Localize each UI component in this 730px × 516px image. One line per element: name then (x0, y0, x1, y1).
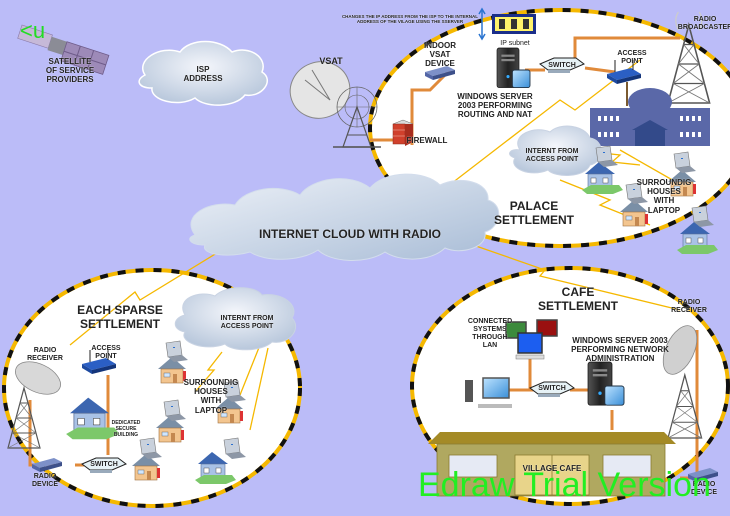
wireless-link-cloud-to-cafe (429, 229, 681, 311)
vsat-label: VSAT (319, 56, 343, 66)
ip-subnet-icon (492, 14, 536, 34)
satellite-label: SATELLITE OF SERVICE PROVIDERS (45, 57, 95, 85)
wireless-link-sparse-ap-1 (194, 351, 223, 393)
internet-from-ap-palace-cloud-icon (509, 125, 602, 176)
satellite-icon (17, 24, 110, 75)
switch-sparse-label: SWITCH (90, 461, 118, 468)
switch-palace-label: SWITCH (548, 62, 576, 69)
palace-building-icon (590, 88, 710, 146)
access-point-palace-label: ACCESS POINT (617, 50, 647, 66)
switch-cafe-label: SWITCH (538, 385, 566, 392)
wire-switch-tower (573, 36, 680, 65)
vsat-dish-icon (289, 61, 351, 119)
surrounding-houses-palace-label: SURROUNDIG HOUSES WITH LAPTOP (636, 178, 692, 215)
internet-from-ap-palace-label: INTERNT FROM ACCESS POINT (525, 148, 579, 164)
cafe-settlement-title: CAFE SETTLEMENT (538, 285, 618, 313)
wire-switch-ap (584, 66, 616, 74)
ip-subnet-label: IP subnet (500, 40, 530, 47)
internet-cloud-label: INTERNET CLOUD WITH RADIO (259, 227, 441, 241)
radio-receiver-cafe-label: RADIO RECEIVER (671, 299, 707, 315)
radio-receiver-cafe-dish-icon (662, 325, 698, 375)
wireless-link-sparse-ap-3 (249, 347, 269, 431)
sparse-settlement-title: EACH SPARSE SETTLEMENT (77, 303, 163, 331)
wireless-link-sparse-ap-2 (239, 344, 261, 396)
radio-receiver-sparse-label: RADIO RECEIVER (27, 347, 63, 363)
palace-settlement-title: PALACE SETTLEMENT (494, 199, 574, 227)
firewall-label: FIREWALL (406, 136, 448, 145)
access-point-palace-icon (606, 59, 642, 106)
internet-from-ap-sparse-label: INTERNT FROM ACCESS POINT (220, 315, 274, 331)
windows-server-admin-label: WINDOWS SERVER 2003 PERFORMING NETWORK A… (571, 336, 669, 364)
vsat-tower-icon (333, 86, 381, 148)
pc-red-icon (536, 319, 558, 337)
radio-device-sparse-label: RADIO DEVICE (31, 473, 59, 489)
radio-broadcaster-tower-icon (667, 11, 711, 104)
firewall-icon (392, 119, 414, 146)
trial-watermark: Edraw Trial Version (418, 466, 711, 504)
isp-address-label: ISP ADDRESS (183, 65, 223, 84)
desktop-pc-icon (465, 377, 512, 408)
stray-green-mark: <u (20, 18, 46, 43)
indoor-vsat-label: INDOOR VSAT DEVICE (424, 41, 456, 69)
internet-cloud-icon (189, 173, 499, 261)
village-cafe-label: VILLAGE CAFE (522, 464, 582, 473)
access-point-sparse-label: ACCESS POINT (91, 345, 121, 361)
radio-receiver-sparse-dish-icon (15, 361, 61, 395)
radio-broadcaster-label: RADIO BROADCASTER (677, 16, 730, 32)
surrounding-houses-sparse-label: SURROUNDIG HOUSES WITH LAPTOP (183, 378, 239, 415)
house-palace-4-icon (676, 221, 719, 255)
radio-device-cafe-label: RADIO DEVICE (690, 481, 718, 497)
ip-subnet-arrow-icon (478, 7, 486, 41)
dedicated-building-label: DEDICATED SECURE BUILDING (111, 420, 141, 438)
wireless-link-cloud-to-sparse (69, 244, 231, 346)
nat-note-label: CHANGES THE IP ADDRESS FROM THE ISP TO T… (341, 14, 479, 25)
pc-blue-icon (515, 332, 545, 360)
village-cafe-building-icon (428, 432, 676, 497)
windows-server-routing-label: WINDOWS SERVER 2003 PERFORMING ROUTING A… (457, 92, 533, 120)
isp-cloud-icon (138, 40, 268, 106)
connected-systems-label: CONNECTED SYSTEMS THROUGH LAN (467, 318, 513, 350)
internet-from-ap-sparse-cloud-icon (174, 287, 297, 351)
wire-vsat-indoor (410, 68, 452, 145)
